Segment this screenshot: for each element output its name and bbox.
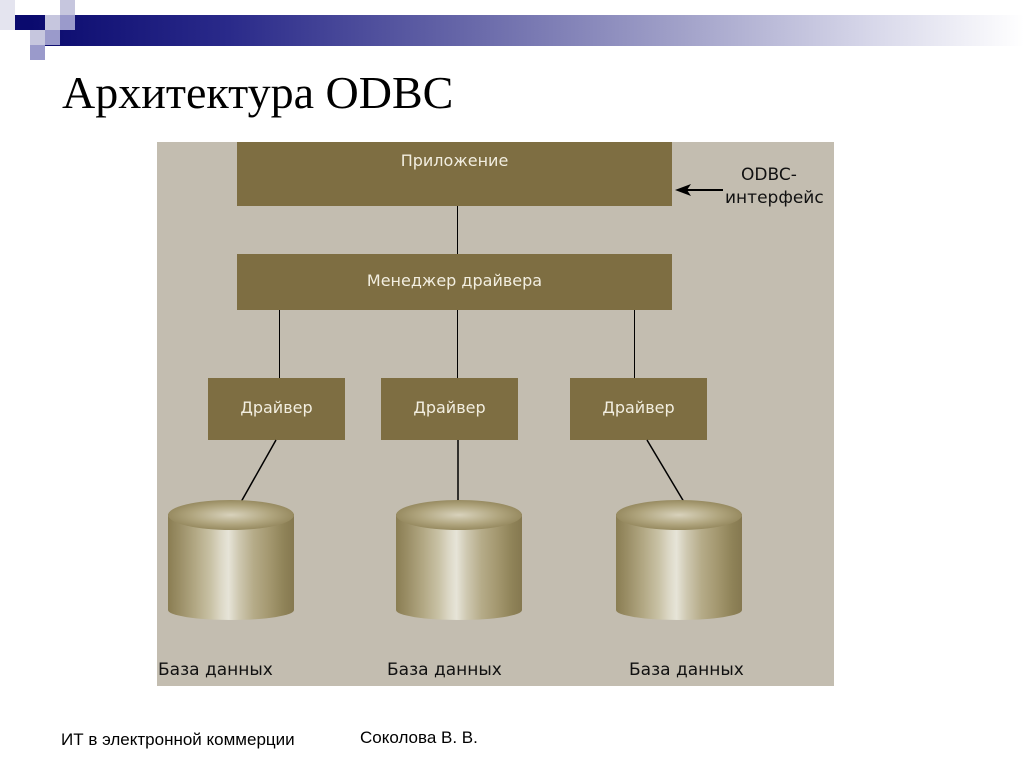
connector-line [457, 310, 458, 378]
driver-box-2: Драйвер [381, 378, 518, 440]
decor-square [0, 0, 15, 30]
database-label: База данных [158, 660, 273, 680]
decor-square [60, 0, 75, 15]
database-cylinder-icon [396, 500, 522, 630]
connector-line [457, 206, 458, 254]
database-label: База данных [387, 660, 502, 680]
decor-square [15, 15, 30, 30]
footer-author: Соколова В. В. [360, 728, 478, 747]
database-cylinder-icon [168, 500, 294, 630]
decor-square [45, 30, 60, 45]
arrowhead-icon [675, 184, 691, 196]
decor-square [30, 45, 45, 60]
application-label: Приложение [400, 151, 509, 170]
interface-label-line1: ODBC- [741, 165, 797, 185]
interface-label-line2: интерфейс [725, 188, 824, 208]
decor-square [60, 15, 75, 30]
decor-square [30, 30, 45, 45]
database-label: База данных [629, 660, 744, 680]
footer-course: ИТ в электронной коммерции [61, 730, 295, 749]
connector-line [279, 310, 280, 378]
driver-label: Драйвер [240, 398, 313, 417]
slide-title: Архитектура ODBC [62, 67, 454, 118]
driver-box-3: Драйвер [570, 378, 707, 440]
decor-square [45, 15, 60, 30]
driver-box-1: Драйвер [208, 378, 345, 440]
application-box: Приложение [237, 142, 672, 206]
interface-arrow [687, 189, 723, 191]
connector-lines [240, 439, 685, 503]
odbc-diagram: Приложение ODBC- интерфейс Менеджер драй… [157, 142, 834, 686]
connector-line [634, 310, 635, 378]
driver-label: Драйвер [602, 398, 675, 417]
driver-label: Драйвер [413, 398, 486, 417]
driver-manager-label: Менеджер драйвера [366, 271, 543, 290]
driver-manager-box: Менеджер драйвера [237, 254, 672, 310]
database-cylinder-icon [616, 500, 742, 630]
decor-square [30, 0, 45, 15]
header-gradient-bar [30, 15, 1024, 46]
